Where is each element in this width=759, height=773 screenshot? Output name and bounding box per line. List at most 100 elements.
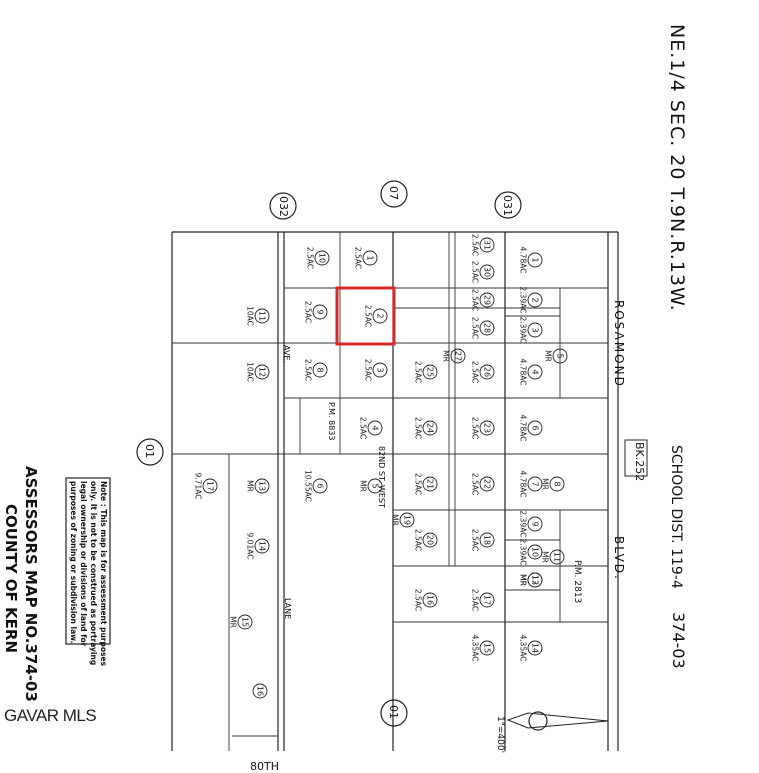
parcel-area: MR [541, 478, 550, 490]
parcel-number: 27 [454, 351, 463, 361]
parcel-area: 10AC [246, 362, 255, 382]
parcel-circle[interactable] [422, 592, 438, 608]
note-line-3: legal ownership or divisions of land for [79, 481, 88, 647]
parcel-area: 2.5AC [471, 289, 480, 311]
road-blvd: BLVD. [612, 536, 626, 581]
parcel-circle[interactable] [202, 478, 218, 494]
parcel-number: 4 [371, 425, 380, 430]
parcel-number: 9 [316, 309, 325, 314]
parcel-area: 4.78AC [519, 415, 528, 442]
parcel-number: 21 [426, 479, 435, 489]
parcel-number: 14 [531, 643, 540, 653]
parcel-number: 13 [258, 481, 267, 491]
parcel-number: 4 [531, 369, 540, 374]
parcel-circle[interactable] [312, 362, 328, 378]
parcel-area: 2.5AC [414, 417, 423, 439]
parcel-number: 5 [556, 353, 565, 358]
parcel-number: 5 [371, 483, 380, 488]
parcel-number: 6 [531, 425, 540, 430]
parcel-circle[interactable] [422, 532, 438, 548]
highlighted-parcel[interactable] [335, 286, 396, 346]
parcel-circle[interactable] [254, 538, 270, 554]
parcel-circle[interactable] [237, 614, 253, 630]
note-line-4: purposes of zoning or subdivision law. [69, 481, 78, 644]
parcel-area: 2.5AC [471, 317, 480, 339]
parcel-circle[interactable] [367, 478, 383, 494]
parcel-circle[interactable] [422, 476, 438, 492]
parcel-area: 2.5AC [471, 589, 480, 611]
map-code: 374-03 [669, 612, 688, 669]
parcel-area: 10.55AC [304, 470, 313, 502]
parcel-number: 25 [426, 367, 435, 377]
parcel-area: 2.5AC [414, 361, 423, 383]
parcel-circle[interactable] [254, 364, 270, 380]
parcel-circle[interactable] [399, 512, 415, 528]
parcel-area: 4.78AC [519, 471, 528, 498]
parcel-circle[interactable] [527, 322, 543, 338]
parcel-area: MR [544, 350, 553, 362]
parcel-circle[interactable] [552, 348, 568, 364]
parcel-circle[interactable] [479, 364, 495, 380]
parcel-circle[interactable] [367, 420, 383, 436]
parcel-circle[interactable] [450, 348, 466, 364]
note-line-2: only. It is not to be construed as portr… [89, 481, 98, 666]
road-pm-2: P.M. 8833 [327, 402, 336, 441]
parcel-circle[interactable] [479, 320, 495, 336]
parcel-labels: 14.78AC22.39AC32.39AC44.78AC5MR64.78AC74… [194, 234, 568, 699]
adjacent-01-left: 01 [143, 444, 156, 458]
parcel-circle[interactable] [254, 478, 270, 494]
parcel-circle[interactable] [479, 292, 495, 308]
parcel-circle[interactable] [362, 250, 378, 266]
parcel-area: 2.5AC [364, 305, 373, 327]
parcel-area: 2.5AC [471, 261, 480, 283]
parcel-circle[interactable] [372, 308, 388, 324]
parcel-circle[interactable] [254, 308, 270, 324]
parcel-circle[interactable] [527, 364, 543, 380]
parcel-circle[interactable] [479, 264, 495, 280]
parcel-circle[interactable] [252, 683, 268, 699]
parcel-circle[interactable] [312, 478, 328, 494]
parcel-circle[interactable] [527, 640, 543, 656]
parcel-number: 22 [483, 479, 492, 489]
section-title: NE.1/4 SEC. 20 T.9N.R.13W. [666, 24, 688, 312]
parcel-area: MR [541, 551, 550, 563]
parcel-circle[interactable] [527, 516, 543, 532]
parcel-area: 2.5AC [471, 473, 480, 495]
parcel-circle[interactable] [549, 476, 565, 492]
parcel-circle[interactable] [422, 420, 438, 436]
parcel-number: 18 [483, 535, 492, 545]
parcel-circle[interactable] [422, 364, 438, 380]
parcel-number: 13 [531, 575, 540, 585]
parcel-circle[interactable] [479, 592, 495, 608]
parcel-area: MR [391, 514, 400, 526]
parcel-circle[interactable] [527, 420, 543, 436]
parcel-circle[interactable] [479, 476, 495, 492]
parcel-area: 4.35AC [519, 635, 528, 662]
parcel-number: 23 [483, 423, 492, 433]
parcel-circle[interactable] [527, 252, 543, 268]
parcel-circle[interactable] [479, 237, 495, 253]
parcel-area: 2.5AC [306, 247, 315, 269]
parcel-number: 6 [316, 483, 325, 488]
parcel-area: 4.78AC [519, 247, 528, 274]
parcel-circle[interactable] [479, 532, 495, 548]
parcel-number: 12 [258, 367, 267, 377]
parcel-number: 17 [206, 481, 215, 491]
parcel-circle[interactable] [312, 304, 328, 320]
parcel-circle[interactable] [479, 640, 495, 656]
parcel-circle[interactable] [527, 292, 543, 308]
parcel-circle[interactable] [527, 476, 543, 492]
parcel-circle[interactable] [527, 544, 543, 560]
school-district: SCHOOL DIST. 119-4 [668, 445, 684, 589]
parcel-area: 2.39AC [519, 317, 528, 344]
parcel-circle[interactable] [314, 250, 330, 266]
parcel-circle[interactable] [549, 549, 565, 565]
note-line-1: Note : This map is for assessment purpos… [99, 481, 108, 667]
parcel-area: 2.5AC [304, 359, 313, 381]
adjacent-031: 031 [501, 195, 514, 216]
parcel-number: 26 [483, 367, 492, 377]
parcel-circle[interactable] [479, 420, 495, 436]
parcel-circle[interactable] [527, 572, 543, 588]
book-badge-box [624, 439, 648, 477]
parcel-circle[interactable] [372, 362, 388, 378]
